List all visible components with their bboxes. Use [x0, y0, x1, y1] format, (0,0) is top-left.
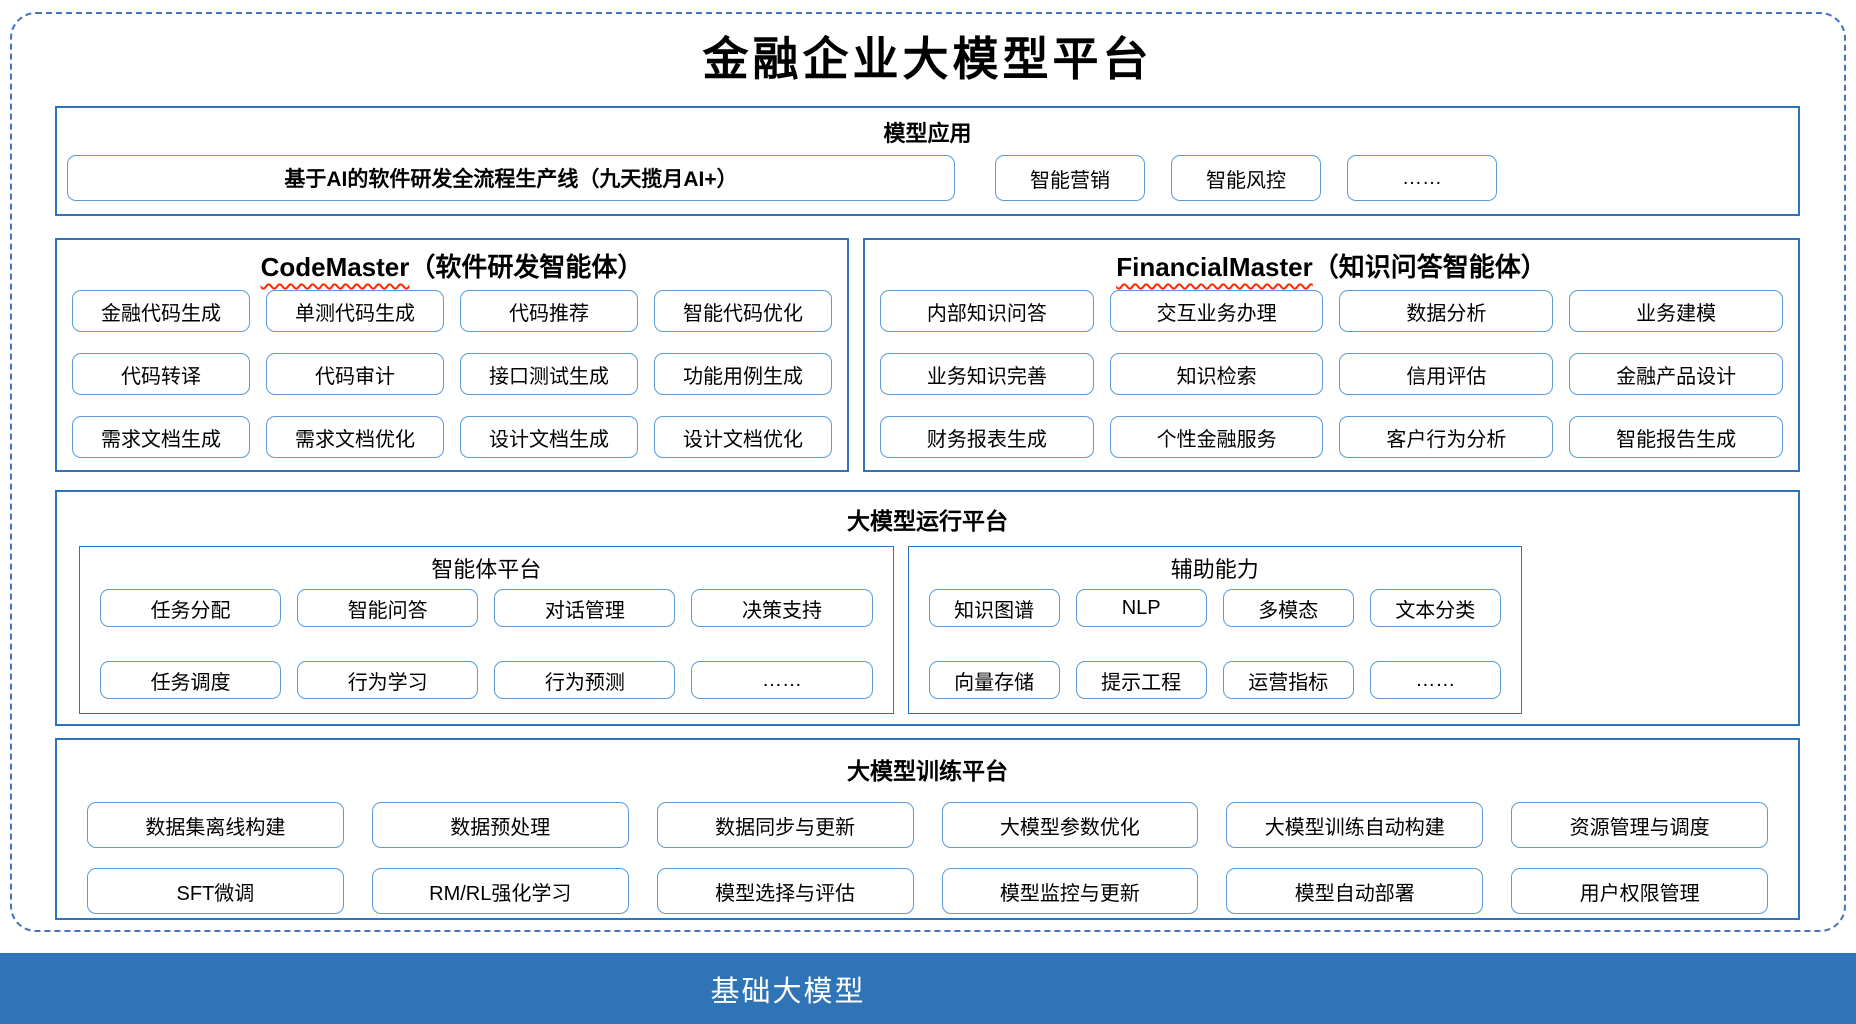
capability-box: 数据预处理 [371, 802, 629, 848]
platform-diagram: 金融企业大模型平台 模型应用 基于AI的软件研发全流程生产线（九天揽月AI+） … [55, 0, 1800, 920]
financialmaster-name: FinancialMaster [1116, 252, 1313, 282]
capability-box: 提示工程 [1075, 661, 1207, 699]
capability-box: 个性金融服务 [1109, 416, 1324, 458]
codemaster-header: CodeMaster（软件研发智能体） [72, 248, 832, 290]
capability-box: 单测代码生成 [265, 290, 444, 332]
runtime-platform-header: 大模型运行平台 [847, 508, 1008, 534]
capability-box: 数据集离线构建 [87, 802, 344, 848]
app-box: 智能营销 [995, 155, 1146, 201]
model-applications-header: 模型应用 [883, 121, 972, 146]
model-applications-row: 基于AI的软件研发全流程生产线（九天揽月AI+） 智能营销 智能风控 …… [67, 155, 1788, 201]
capability-box: 代码转译 [72, 353, 250, 395]
agents-row: CodeMaster（软件研发智能体） 金融代码生成 单测代码生成 代码推荐 智… [55, 238, 1800, 472]
runtime-row: 智能体平台 任务分配 智能问答 对话管理 决策支持 任务调度 行为学习 行为预测… [79, 546, 1776, 714]
capability-box: 信用评估 [1339, 353, 1554, 395]
codemaster-grid: 金融代码生成 单测代码生成 代码推荐 智能代码优化 代码转译 代码审计 接口测试… [72, 290, 832, 458]
capability-box: 交互业务办理 [1109, 290, 1324, 332]
capability-box: 需求文档优化 [265, 416, 444, 458]
capability-box: NLP [1075, 589, 1207, 627]
capability-box: 金融产品设计 [1569, 353, 1783, 395]
codemaster-name: CodeMaster [260, 252, 410, 282]
section-training-platform: 大模型训练平台 数据集离线构建 数据预处理 数据同步与更新 大模型参数优化 大模… [55, 738, 1800, 920]
capability-box: 行为学习 [297, 661, 479, 699]
capability-box: 行为预测 [494, 661, 676, 699]
capability-box: 运营指标 [1222, 661, 1354, 699]
capability-box: 数据分析 [1339, 290, 1554, 332]
capability-box: RM/RL强化学习 [371, 868, 629, 914]
capability-box: 业务知识完善 [879, 353, 1094, 395]
training-grid: 数据集离线构建 数据预处理 数据同步与更新 大模型参数优化 大模型训练自动构建 … [87, 802, 1768, 914]
foundation-model-bar: 基础大模型 [0, 953, 1856, 1024]
capability-box: 接口测试生成 [459, 353, 638, 395]
auxiliary-capability-box: 辅助能力 知识图谱 NLP 多模态 文本分类 向量存储 提示工程 运营指标 …… [907, 546, 1522, 714]
capability-box: 模型监控与更新 [941, 868, 1199, 914]
capability-box: 大模型训练自动构建 [1226, 802, 1484, 848]
capability-box: 代码推荐 [459, 290, 638, 332]
financialmaster-header: FinancialMaster（知识问答智能体） [880, 248, 1783, 290]
auxiliary-capability-header: 辅助能力 [1170, 557, 1259, 582]
capability-box: 设计文档优化 [653, 416, 832, 458]
financialmaster-grid: 内部知识问答 交互业务办理 数据分析 业务建模 业务知识完善 知识检索 信用评估… [879, 290, 1783, 458]
capability-box: 多模态 [1222, 589, 1354, 627]
capability-box: 任务分配 [100, 589, 282, 627]
capability-box: 模型选择与评估 [656, 868, 914, 914]
capability-box: 向量存储 [928, 661, 1060, 699]
capability-box: 金融代码生成 [72, 290, 250, 332]
capability-box: 智能报告生成 [1569, 416, 1783, 458]
capability-box: 代码审计 [265, 353, 444, 395]
capability-box: 文本分类 [1369, 589, 1501, 627]
capability-box: 知识图谱 [928, 589, 1060, 627]
capability-box: …… [691, 661, 873, 699]
section-runtime-platform: 大模型运行平台 智能体平台 任务分配 智能问答 对话管理 决策支持 任务调度 行… [55, 490, 1800, 726]
capability-box: 财务报表生成 [879, 416, 1094, 458]
foundation-model-label: 基础大模型 [710, 975, 866, 1008]
app-box: 智能风控 [1171, 155, 1322, 201]
capability-box: 模型自动部署 [1226, 868, 1484, 914]
capability-box: 需求文档生成 [72, 416, 250, 458]
capability-box: 数据同步与更新 [656, 802, 914, 848]
capability-box: 用户权限管理 [1511, 868, 1768, 914]
capability-box: 业务建模 [1569, 290, 1783, 332]
capability-box: 客户行为分析 [1339, 416, 1554, 458]
section-codemaster: CodeMaster（软件研发智能体） 金融代码生成 单测代码生成 代码推荐 智… [55, 238, 849, 472]
capability-box: 决策支持 [691, 589, 873, 627]
app-box: …… [1347, 155, 1498, 201]
capability-box: 大模型参数优化 [941, 802, 1199, 848]
ai-pipeline-box: 基于AI的软件研发全流程生产线（九天揽月AI+） [67, 155, 956, 201]
section-financialmaster: FinancialMaster（知识问答智能体） 内部知识问答 交互业务办理 数… [862, 238, 1800, 472]
financialmaster-suffix: （知识问答智能体） [1312, 252, 1547, 282]
section-model-applications: 模型应用 基于AI的软件研发全流程生产线（九天揽月AI+） 智能营销 智能风控 … [55, 106, 1800, 216]
capability-box: 功能用例生成 [653, 353, 832, 395]
capability-box: 智能代码优化 [653, 290, 832, 332]
codemaster-suffix: （软件研发智能体） [409, 252, 644, 282]
capability-box: 资源管理与调度 [1511, 802, 1768, 848]
capability-box: 智能问答 [297, 589, 479, 627]
capability-box: …… [1369, 661, 1501, 699]
page-title: 金融企业大模型平台 [702, 32, 1153, 86]
agent-platform-header: 智能体平台 [431, 557, 542, 582]
capability-box: 任务调度 [100, 661, 282, 699]
capability-box: 知识检索 [1109, 353, 1324, 395]
capability-box: SFT微调 [87, 868, 344, 914]
training-platform-header: 大模型训练平台 [847, 758, 1008, 784]
capability-box: 对话管理 [494, 589, 676, 627]
auxiliary-capability-grid: 知识图谱 NLP 多模态 文本分类 向量存储 提示工程 运营指标 …… [928, 589, 1501, 699]
agent-platform-box: 智能体平台 任务分配 智能问答 对话管理 决策支持 任务调度 行为学习 行为预测… [79, 546, 894, 714]
capability-box: 设计文档生成 [459, 416, 638, 458]
capability-box: 内部知识问答 [879, 290, 1094, 332]
agent-platform-grid: 任务分配 智能问答 对话管理 决策支持 任务调度 行为学习 行为预测 …… [100, 589, 873, 699]
